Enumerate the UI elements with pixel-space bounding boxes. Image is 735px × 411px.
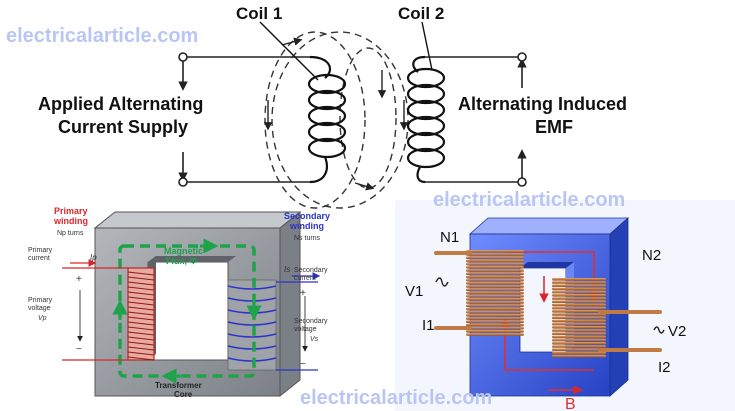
secondary-current-label-2: current (294, 275, 316, 282)
ip-label: Ip (90, 253, 97, 262)
supply-circuit (178, 56, 310, 183)
induced-emf-label-line2: EMF (535, 117, 573, 137)
is-label: Is (284, 265, 290, 274)
coil-1 (307, 55, 347, 184)
primary-copper-winding (466, 250, 524, 336)
coil-1-leader (259, 21, 319, 81)
secondary-minus: − (300, 359, 306, 370)
terminal-right-bottom (517, 177, 527, 187)
secondary-turns-label: Ns turns (294, 235, 321, 242)
coil-2-leader (421, 21, 433, 71)
flux-lines (264, 31, 409, 209)
coil-2 (406, 55, 446, 184)
coil-1-label: Coil 1 (236, 4, 282, 23)
secondary-copper-winding (552, 278, 606, 358)
primary-voltage-label-1: Primary (28, 297, 53, 304)
primary-turns-label: Np turns (57, 230, 84, 237)
transformer-core-diagram: Primary winding Np turns Primary current… (28, 206, 330, 399)
primary-voltage-label-2: voltage (28, 305, 51, 312)
v1-label: V1 (405, 283, 423, 300)
coil-2-label: Coil 2 (398, 4, 444, 23)
secondary-voltage-label-2: voltage (294, 326, 317, 333)
watermark-top-left: electricalarticle.com (6, 25, 198, 47)
core-label-2: Core (174, 390, 193, 399)
watermark-middle-right: electricalarticle.com (433, 189, 625, 211)
secondary-current-label-1: Secondary (294, 267, 328, 274)
applied-supply-label-line2: Current Supply (58, 117, 188, 137)
primary-current-label-2: current (28, 255, 50, 262)
emf-circuit (425, 56, 527, 183)
mutual-induction-diagram: Coil 1 Coil 2 Applied Alternating Curren… (38, 4, 627, 209)
secondary-winding-label-1: Secondary (284, 211, 330, 221)
ac-symbol-secondary (653, 326, 665, 334)
flux-label-2: Flux, Φ (166, 256, 198, 266)
n2-label: N2 (642, 247, 661, 264)
terminal-left-bottom (178, 177, 188, 187)
v2-label: V2 (668, 323, 686, 340)
flux-label-1: Magnetic (164, 246, 203, 256)
vs-label: Vs (310, 336, 319, 343)
watermark-bottom: electricalarticle.com (300, 387, 492, 409)
primary-winding-label-1: Primary (54, 206, 88, 216)
transformer-3d-diagram: N1 N2 V1 I1 V2 I2 B (395, 200, 735, 411)
watermarks: electricalarticle.com electricalarticle.… (6, 25, 625, 409)
n1-label: N1 (440, 229, 459, 246)
primary-winding-label-2: winding (53, 216, 88, 226)
secondary-plus: + (300, 288, 306, 299)
primary-winding (127, 267, 155, 361)
secondary-winding-label-2: winding (289, 221, 324, 231)
induced-emf-label-line1: Alternating Induced (458, 94, 627, 114)
terminal-left-top (178, 52, 188, 62)
i1-label: I1 (422, 317, 435, 334)
b-label: B (565, 396, 576, 411)
applied-supply-label-line1: Applied Alternating (38, 94, 203, 114)
primary-minus: − (76, 344, 82, 355)
core-label-1: Transformer (155, 381, 202, 390)
ac-symbol-primary (435, 277, 449, 287)
secondary-voltage-label-1: Secondary (294, 318, 328, 325)
vp-label: Vp (38, 315, 47, 322)
primary-plus: + (76, 274, 82, 285)
primary-current-label-1: Primary (28, 247, 53, 254)
i2-label: I2 (658, 359, 671, 376)
terminal-right-top (517, 52, 527, 62)
